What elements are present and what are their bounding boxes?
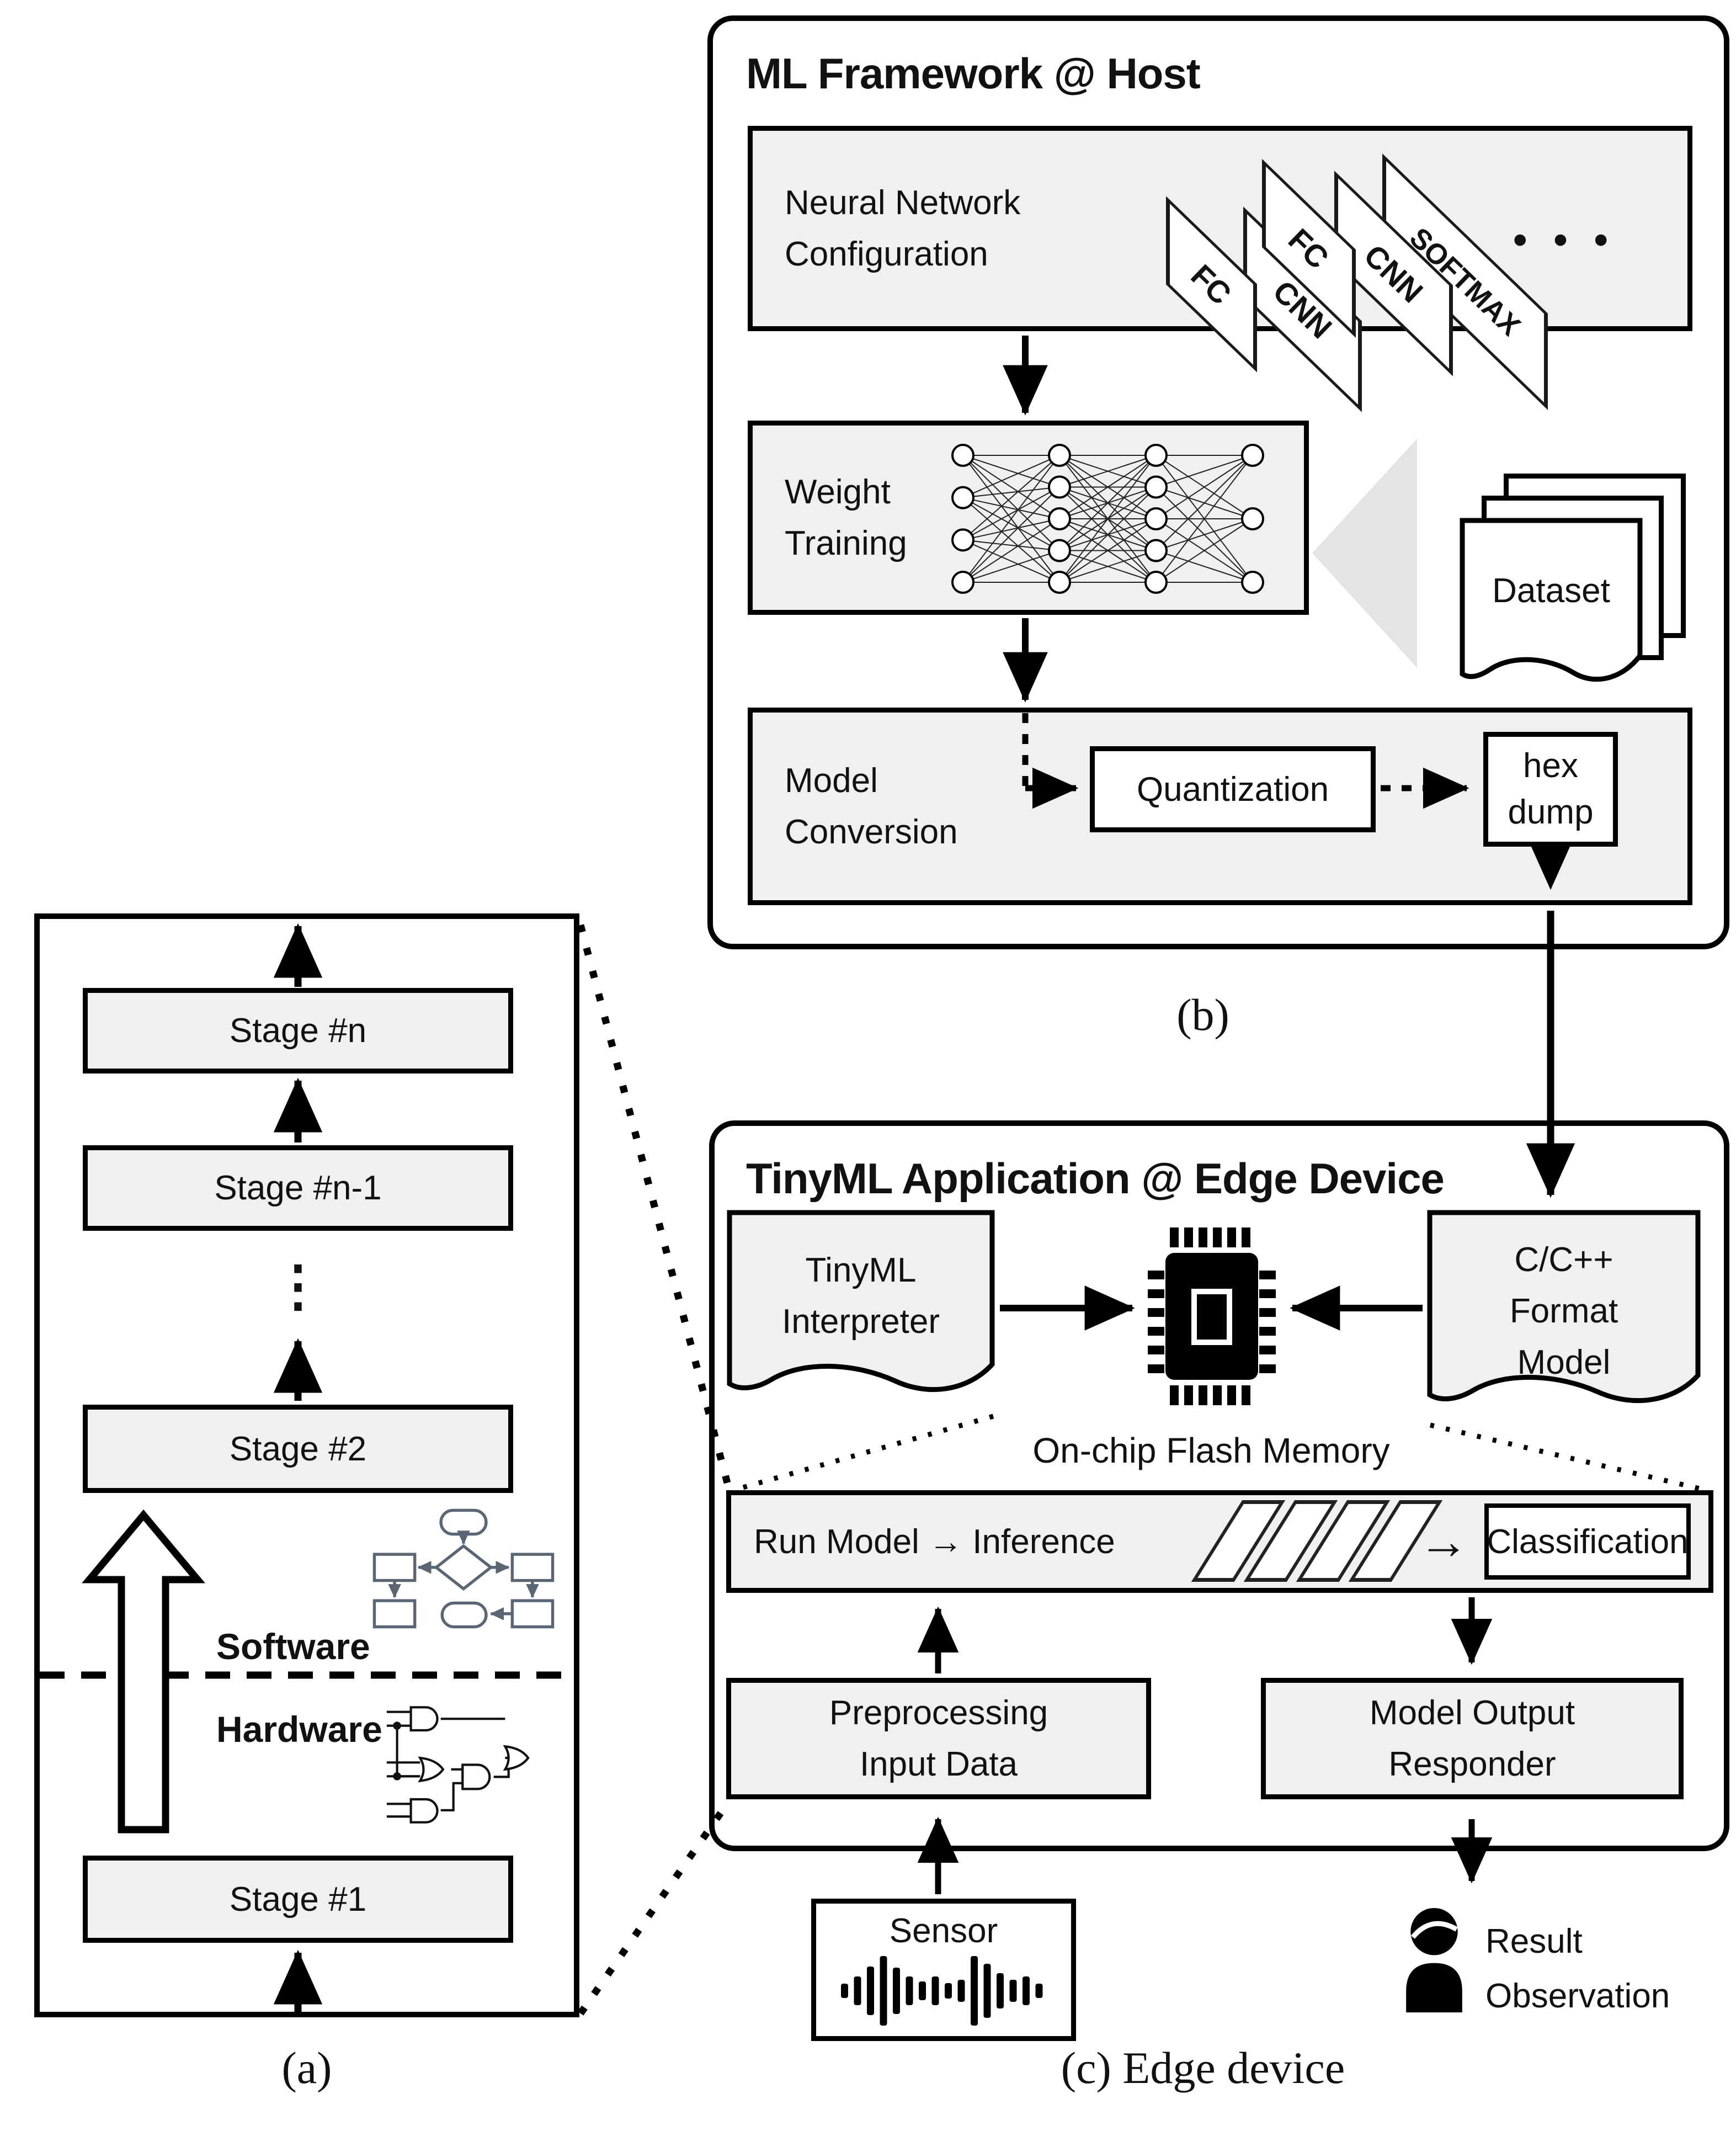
dataset-feed-arrow <box>1312 439 1417 668</box>
stage-1-label: Stage #1 <box>229 1880 367 1919</box>
sensor-box: Sensor <box>811 1899 1076 2041</box>
stage-2-box: Stage #2 <box>83 1405 513 1493</box>
software-label: Software <box>216 1626 370 1667</box>
neural-network-icon <box>951 444 1264 594</box>
caption-c: (c) Edge device <box>1061 2043 1345 2093</box>
classification-box: Classification <box>1484 1503 1691 1580</box>
more-layers-dots: • • • <box>1513 218 1616 262</box>
inference-arrow-glyph: → <box>1418 1513 1469 1570</box>
preprocessing-box: Preprocessing Input Data <box>726 1678 1151 1799</box>
panel-b-title: ML Framework @ Host <box>746 49 1201 98</box>
zoom-link-bottom <box>577 1798 733 2016</box>
model-conversion-label: Model Conversion <box>785 762 958 851</box>
cpp-model-label: C/C++ Format Model <box>1509 1240 1618 1381</box>
result-observation-label: Result Observation <box>1485 1922 1670 2016</box>
preprocessing-label: Preprocessing Input Data <box>829 1694 1048 1783</box>
hardware-label: Hardware <box>216 1709 382 1750</box>
layer-card-fc2: FC <box>1262 158 1356 338</box>
dataset-doc-icon <box>1460 518 1643 682</box>
quantization-box: Quantization <box>1090 746 1376 832</box>
stage-n-label: Stage #n <box>229 1012 367 1050</box>
panel-c-title: TinyML Application @ Edge Device <box>746 1154 1445 1203</box>
quantization-label: Quantization <box>1136 770 1329 809</box>
layer-card-fc1: FC <box>1166 196 1257 373</box>
hex-dump-box: hex dump <box>1483 732 1618 847</box>
stage-1-box: Stage #1 <box>83 1856 513 1943</box>
run-model-label: Run Model → Inference <box>754 1522 1115 1561</box>
stage-2-label: Stage #2 <box>229 1429 367 1468</box>
responder-box: Model Output Responder <box>1261 1678 1684 1799</box>
pipeline-ellipsis: ⋮ <box>270 1255 326 1317</box>
zoom-link-top <box>577 924 733 1492</box>
caption-b: (b) <box>1176 990 1229 1040</box>
dataset-label: Dataset <box>1492 571 1610 610</box>
waveform-icon <box>841 1956 1043 2026</box>
microcontroller-chip-icon <box>1148 1227 1276 1405</box>
stage-n1-box: Stage #n-1 <box>83 1145 513 1231</box>
tinyml-interpreter-doc <box>727 1210 995 1393</box>
classification-label: Classification <box>1487 1522 1689 1561</box>
cpp-model-doc <box>1427 1210 1701 1404</box>
responder-label: Model Output Responder <box>1369 1694 1575 1783</box>
logic-gates-icon <box>386 1706 530 1824</box>
person-icon <box>1406 1907 1462 2013</box>
caption-a: (a) <box>281 2043 332 2093</box>
onchip-flash-label: On-chip Flash Memory <box>1032 1431 1390 1470</box>
sensor-label: Sensor <box>889 1912 998 1950</box>
stage-n1-label: Stage #n-1 <box>214 1169 382 1207</box>
nn-config-label: Neural Network Configuration <box>785 184 1021 273</box>
flowchart-icon <box>372 1508 555 1629</box>
stage-n-box: Stage #n <box>83 988 513 1074</box>
weight-training-label: Weight Training <box>785 473 907 562</box>
hex-dump-label: hex dump <box>1508 747 1594 831</box>
tinyml-interpreter-label: TinyML Interpreter <box>781 1251 940 1341</box>
